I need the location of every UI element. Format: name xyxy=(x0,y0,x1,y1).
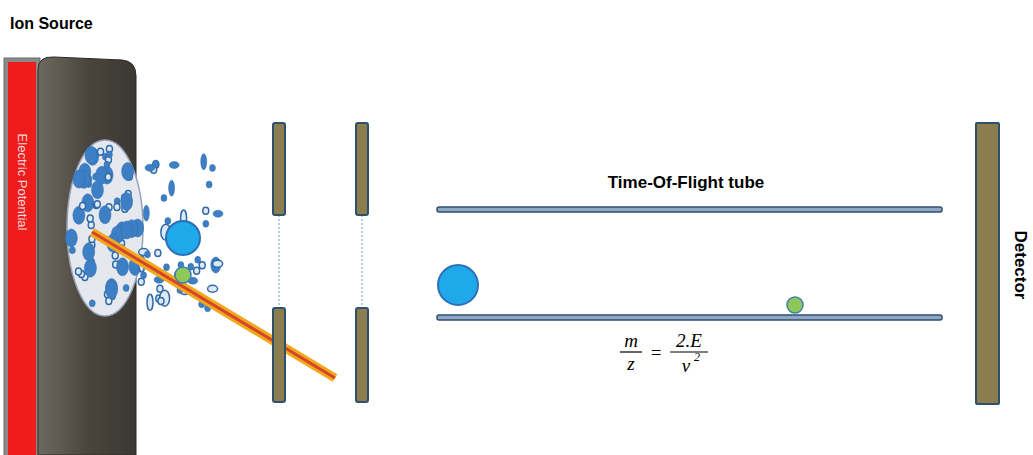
analyte-blob xyxy=(138,278,144,285)
fraction-bar xyxy=(620,351,642,352)
formula-exponent: 2 xyxy=(694,351,700,363)
formula-term: m xyxy=(624,331,638,350)
analyte-blob xyxy=(164,264,170,271)
analyte-blob xyxy=(209,164,215,171)
analyte-blob xyxy=(123,284,129,291)
analyte-blob xyxy=(213,210,223,217)
formula-term: 2.E xyxy=(676,331,702,350)
large-ion xyxy=(438,265,478,305)
potential-frame xyxy=(4,58,40,455)
analyte-blob xyxy=(122,162,134,180)
formula-term: v xyxy=(682,356,690,375)
laser-beam xyxy=(92,232,335,378)
analyte-blob xyxy=(144,251,150,258)
fraction-bar xyxy=(670,351,708,352)
analyte-blob xyxy=(201,154,207,170)
tube-wall xyxy=(437,315,942,320)
analyte-blob xyxy=(99,206,111,224)
analyte-blob xyxy=(203,220,209,227)
analyte-blob xyxy=(158,298,164,305)
analyte-blob xyxy=(94,201,100,208)
analyte-blob xyxy=(106,281,118,299)
analyte-blob xyxy=(117,258,129,276)
analyte-blob xyxy=(121,193,133,211)
acceleration-plate xyxy=(356,308,368,402)
analyte-blobs xyxy=(65,145,223,311)
analyte-blob xyxy=(194,267,200,274)
grid-line xyxy=(279,215,280,308)
analyte-blob xyxy=(213,260,223,267)
analyte-blob xyxy=(203,207,209,214)
analyte-blob xyxy=(73,170,85,188)
analyte-blob xyxy=(206,181,212,188)
analyte-blob xyxy=(161,194,167,201)
bar-label: Electric Potential xyxy=(16,134,29,231)
formula-term: z xyxy=(627,354,634,373)
analyte-blob xyxy=(153,160,159,167)
analyte-blob xyxy=(208,285,218,292)
analyte-blob xyxy=(157,285,163,292)
acceleration-plate xyxy=(356,123,368,215)
small-ion xyxy=(175,267,191,283)
sample-spot xyxy=(67,140,143,316)
analyte-blob xyxy=(112,252,118,259)
formula-sign: = xyxy=(651,343,662,362)
tube-wall xyxy=(437,207,942,212)
analyte-blob xyxy=(69,247,75,254)
analyte-blob xyxy=(169,161,179,168)
analyte-blob xyxy=(147,294,153,310)
analyte-blob xyxy=(98,148,104,155)
tube-title: Time-Of-Flight tube xyxy=(608,174,764,191)
grid-line xyxy=(362,215,363,308)
analyte-blob xyxy=(114,204,120,211)
analyte-blob xyxy=(199,262,205,269)
extraction-plate xyxy=(273,308,285,402)
analyte-blob xyxy=(65,229,77,247)
analyte-blob xyxy=(76,268,82,275)
section-title: Ion Source xyxy=(10,16,93,32)
analyte-blob xyxy=(85,146,97,164)
analyte-blob xyxy=(83,243,95,261)
analyte-blob xyxy=(84,259,96,277)
analyte-blob xyxy=(121,221,133,239)
laser-core xyxy=(92,232,335,378)
analyte-blob xyxy=(141,272,147,279)
analyte-blob xyxy=(106,151,112,158)
potential-bar: Electric Potential xyxy=(8,62,36,455)
extraction-plate xyxy=(273,123,285,215)
detector-plate: Detector xyxy=(975,122,1000,405)
analyte-blob xyxy=(169,180,175,196)
analyte-blob xyxy=(89,300,95,307)
analyte-blob xyxy=(143,205,149,221)
analyte-blob xyxy=(155,250,161,257)
analyte-blob xyxy=(104,161,110,168)
small-ion xyxy=(787,297,803,313)
analyte-blob xyxy=(87,215,93,222)
analyte-blob xyxy=(80,202,86,209)
detector-label: Detector xyxy=(1012,231,1029,300)
large-ion xyxy=(166,221,200,255)
analyte-blob xyxy=(105,173,111,180)
